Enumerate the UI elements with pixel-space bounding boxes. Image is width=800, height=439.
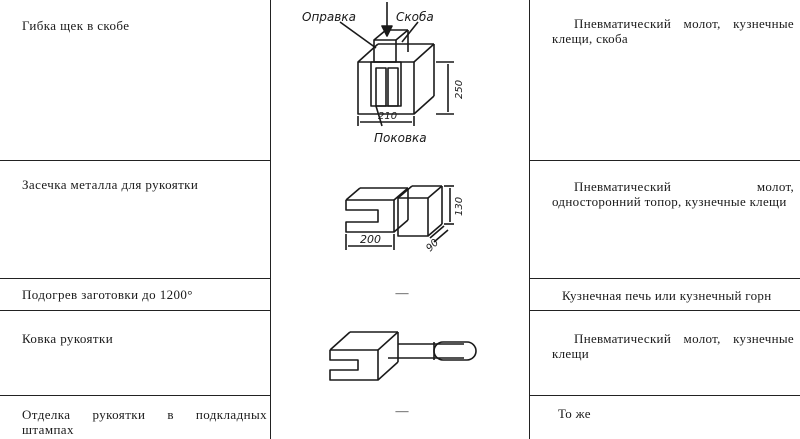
sketch-label: Оправка bbox=[302, 10, 356, 24]
row-divider bbox=[0, 310, 270, 311]
row-divider bbox=[529, 310, 800, 311]
row-divider bbox=[529, 278, 800, 279]
equipment-cell: Кузнечная печь или кузнечный горн bbox=[562, 288, 772, 303]
bracket-bending-sketch: Оправка Скоба Поковка 210 250 bbox=[302, 2, 465, 145]
equipment-cell: Пневматический молот, кузнечные клещи, с… bbox=[552, 16, 794, 46]
row-divider bbox=[529, 395, 800, 396]
operation-cell: Подогрев заготовки до 1200° bbox=[22, 287, 193, 302]
row-divider bbox=[0, 160, 270, 161]
dimension-label: 130 bbox=[454, 197, 465, 216]
equipment-cell: Пневматический молот, кузнечные клещи bbox=[552, 331, 794, 361]
empty-sketch-dash: — bbox=[395, 285, 409, 300]
sketch-label: Поковка bbox=[374, 131, 427, 145]
operation-cell: Засечка металла для рукоятки bbox=[22, 177, 199, 192]
row-divider bbox=[0, 278, 270, 279]
equipment-cell: То же bbox=[558, 406, 591, 421]
column-divider bbox=[270, 0, 271, 439]
dimension-label: 250 bbox=[454, 80, 465, 99]
operation-cell: Отделка рукоятки в подкладных штампах bbox=[22, 407, 267, 437]
dimension-label: 210 bbox=[378, 111, 397, 122]
equipment-cell: Пневматический молот, односторонний топо… bbox=[552, 179, 794, 209]
handle-forging-sketch bbox=[329, 331, 477, 381]
row-divider bbox=[0, 395, 270, 396]
dimension-label: 200 bbox=[360, 233, 381, 246]
row-divider bbox=[529, 160, 800, 161]
sketch-label: Скоба bbox=[396, 10, 434, 24]
operation-cell: Гибка щек в скобе bbox=[22, 18, 130, 33]
dimension-label: 90 bbox=[424, 237, 441, 254]
column-divider bbox=[529, 0, 530, 439]
operation-cell: Ковка рукоятки bbox=[22, 331, 114, 346]
empty-sketch-dash: — bbox=[395, 403, 409, 418]
metal-notching-sketch: 200 130 90 bbox=[345, 185, 465, 254]
